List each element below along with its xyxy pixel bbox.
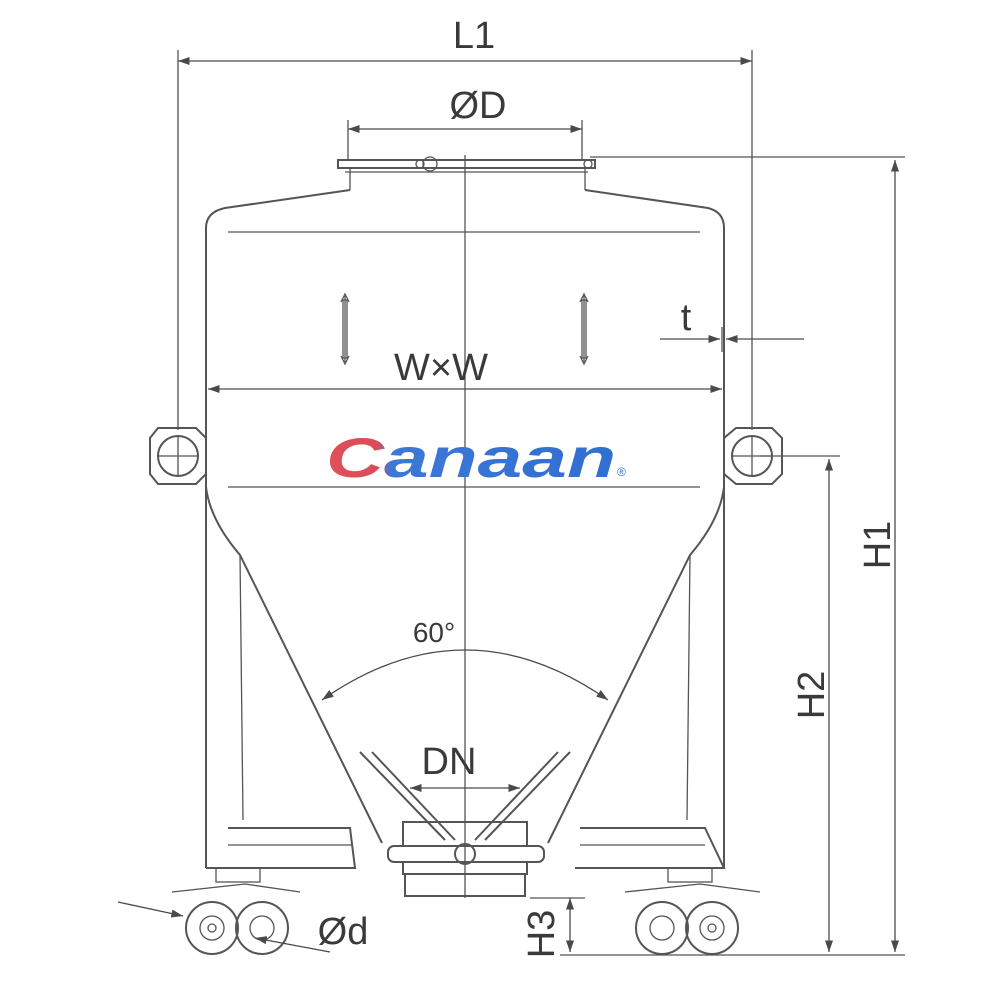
label-H1: H1	[857, 521, 899, 570]
cone-hopper	[205, 486, 725, 844]
caster-right	[624, 867, 761, 955]
top-lid	[337, 156, 596, 190]
logo-text: Canaan	[326, 426, 616, 489]
logo-registered-mark: ®	[617, 465, 626, 479]
label-H2: H2	[791, 671, 833, 720]
side-tubes	[149, 427, 783, 485]
label-H3: H3	[521, 910, 563, 959]
caster-left	[171, 867, 301, 955]
label-DN: DN	[422, 741, 477, 783]
label-diameter-D: ØD	[450, 85, 507, 127]
frame-legs	[205, 487, 726, 869]
label-L1: L1	[453, 15, 495, 57]
label-angle-60: 60°	[413, 617, 455, 648]
label-t: t	[681, 297, 692, 339]
label-WxW: W×W	[394, 347, 488, 389]
dimension-lines	[117, 50, 905, 956]
container-body	[205, 189, 725, 488]
canaan-logo: Canaan ®	[326, 426, 626, 489]
label-diameter-d: Ød	[318, 911, 369, 953]
